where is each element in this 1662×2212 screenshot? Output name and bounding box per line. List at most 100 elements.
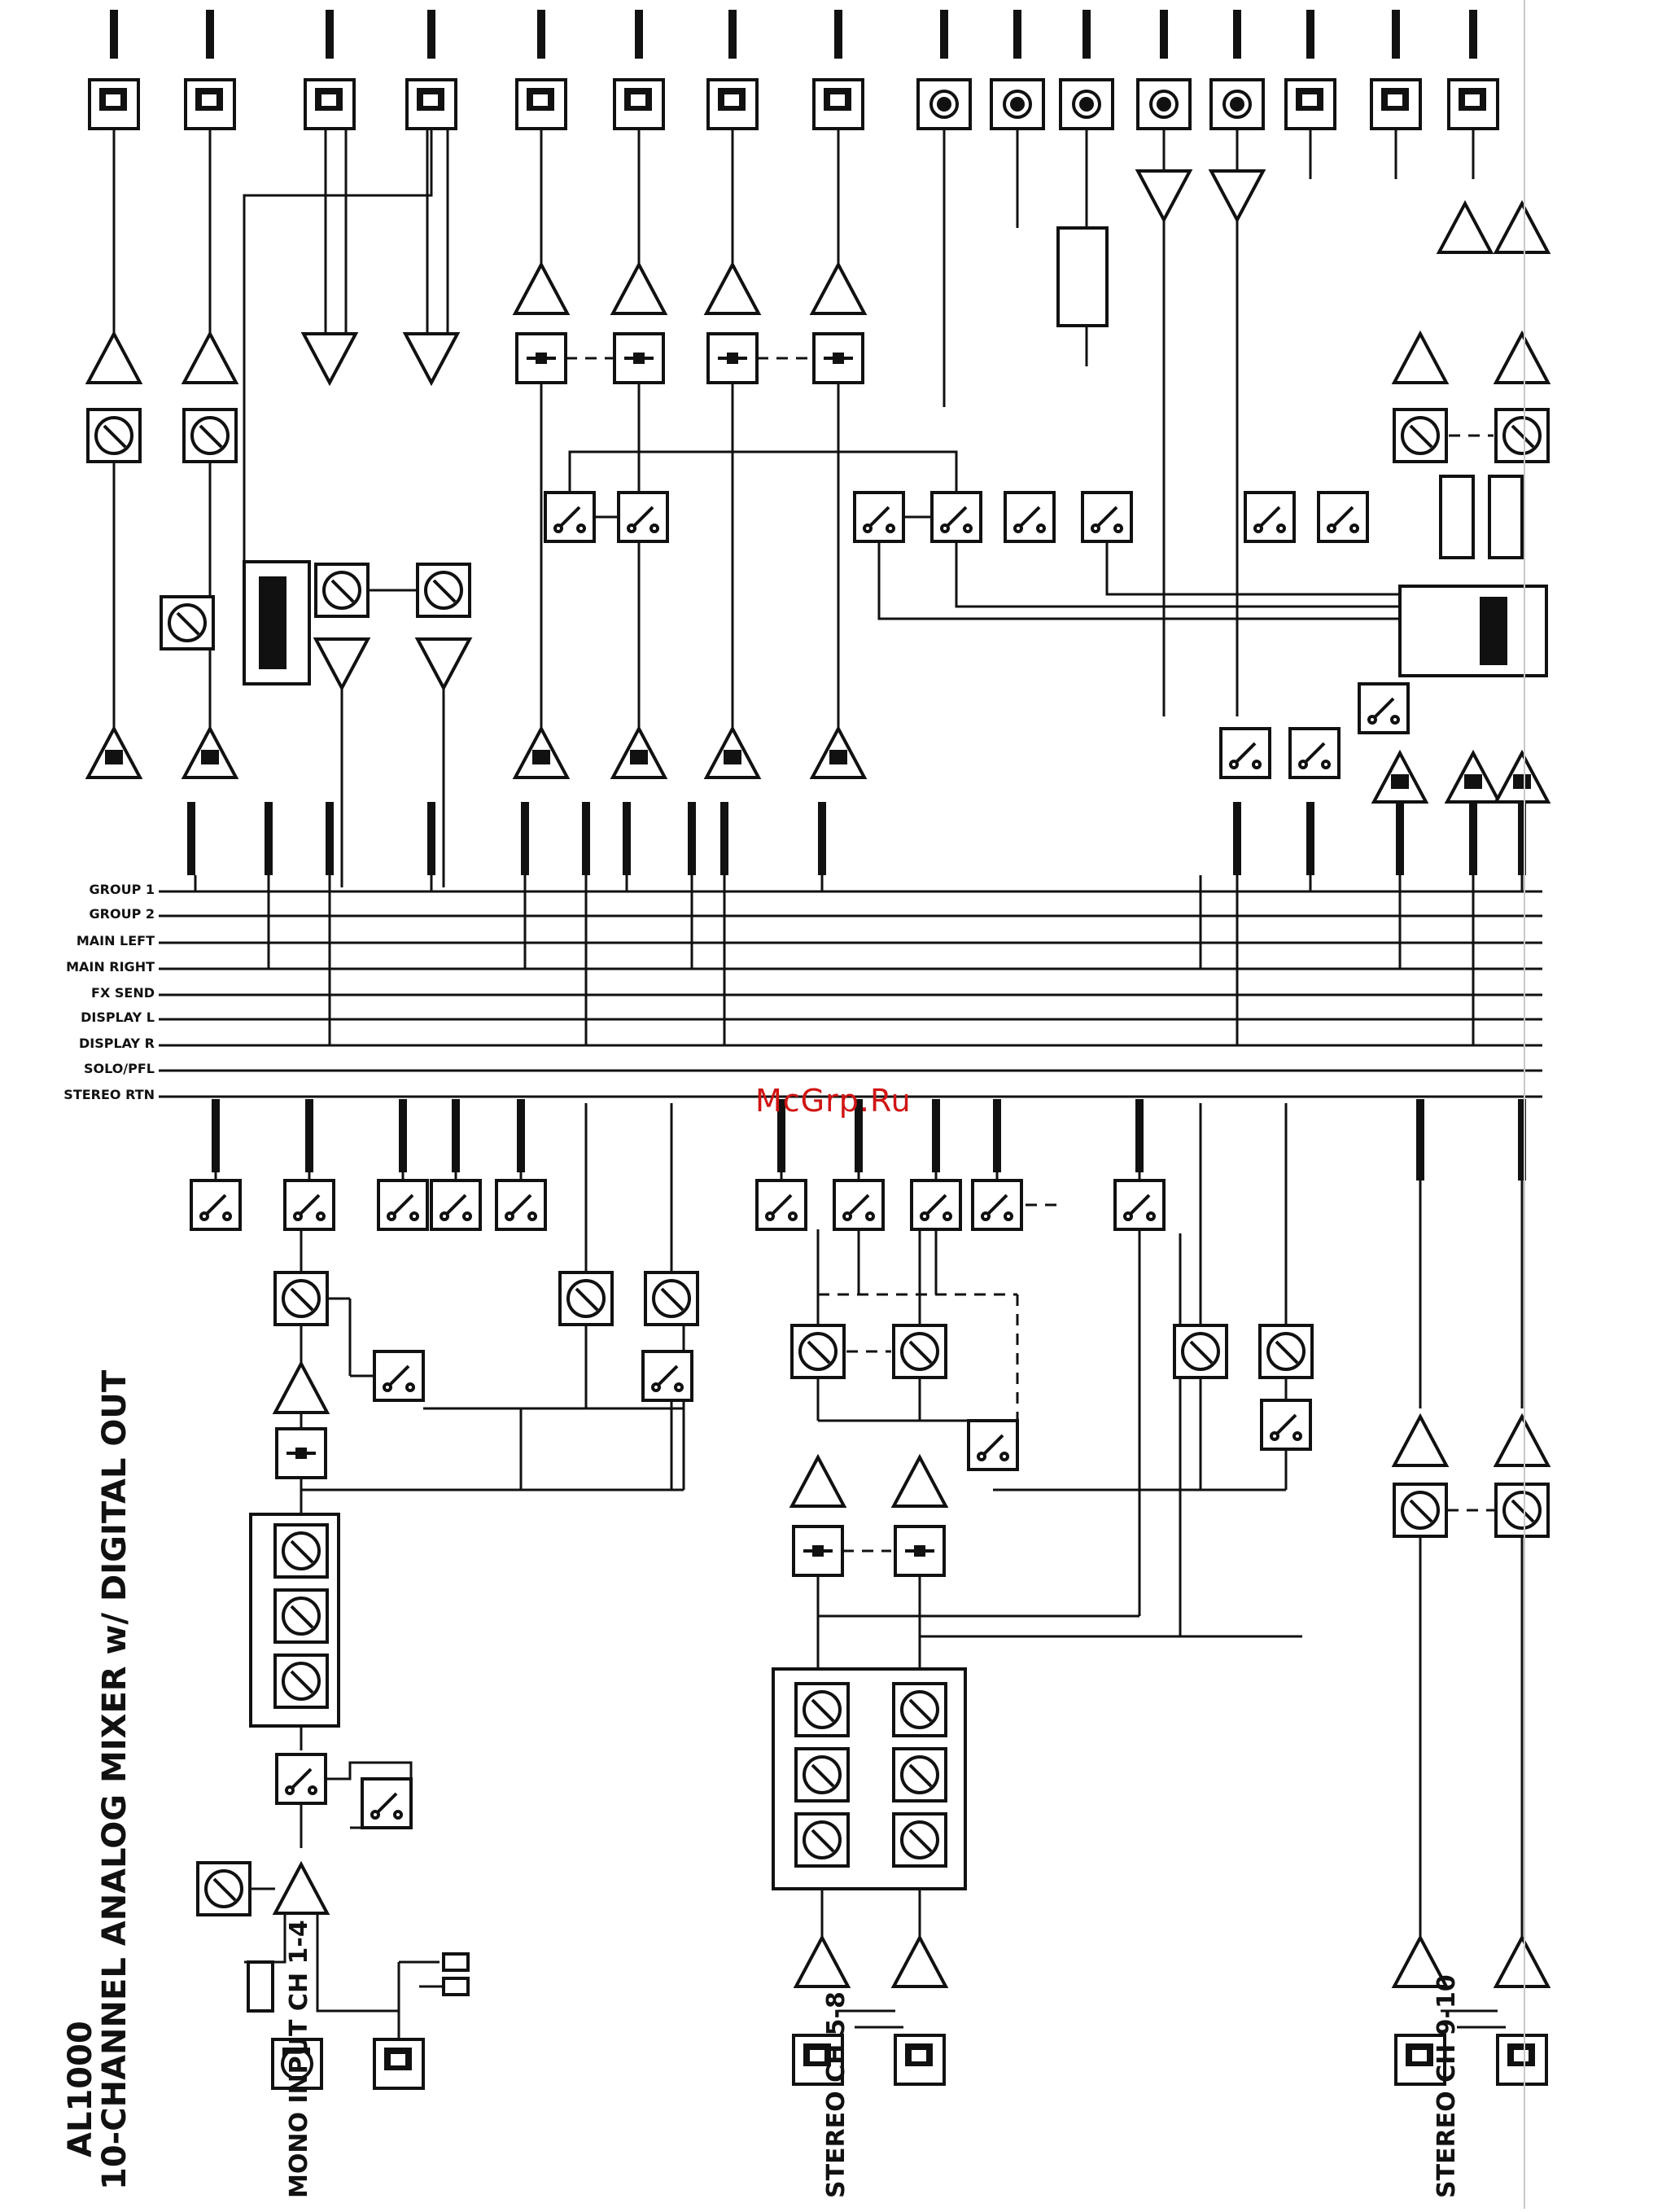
resistor-block: [444, 1978, 468, 1995]
switch-pole: [628, 525, 635, 532]
label-tick: [537, 10, 545, 59]
switch-pole: [1328, 525, 1335, 532]
section-label-stereo: STEREO CH 5-8: [822, 1991, 851, 2198]
switch-pole: [384, 1384, 391, 1391]
watermark-text: McGrp.Ru: [755, 1083, 912, 1119]
switch-pole: [1253, 761, 1260, 768]
switch-pole: [1300, 761, 1306, 768]
switch-pole: [1148, 1213, 1154, 1220]
label-tick: [1233, 10, 1241, 59]
amp-up: [1496, 1938, 1548, 1986]
meter-glyph: [725, 751, 740, 763]
mute-glyph: [916, 1547, 924, 1555]
amp-down: [304, 334, 356, 383]
label-tick: [1306, 802, 1314, 875]
meter-glyph: [632, 751, 646, 763]
resistor-block: [248, 1962, 273, 2011]
page-edge: [1524, 0, 1525, 2209]
amp-up: [88, 334, 140, 383]
wire: [244, 1913, 285, 1962]
amp-up: [1496, 1417, 1548, 1465]
switch-pole: [1323, 761, 1329, 768]
switch-pole: [942, 525, 948, 532]
bus-label: FX SEND: [24, 985, 155, 1001]
switch-pole: [295, 1213, 301, 1220]
switch-pole: [506, 1213, 513, 1220]
bus-label: DISPLAY R: [24, 1036, 155, 1051]
jack-glyph: [1412, 2050, 1427, 2061]
switch-pole: [1001, 1453, 1008, 1460]
output-jack-ring: [1012, 99, 1023, 110]
bus-label: MAIN RIGHT: [24, 959, 155, 975]
mute-glyph: [297, 1449, 305, 1457]
label-tick: [1082, 10, 1091, 59]
amp-up: [1496, 204, 1548, 252]
label-tick: [582, 802, 590, 875]
label-tick: [305, 1099, 313, 1172]
switch-pole: [1392, 716, 1398, 723]
meter-glyph: [831, 751, 846, 763]
switch-pole: [1015, 525, 1021, 532]
amp-up: [184, 334, 236, 383]
label-tick: [521, 802, 529, 875]
dynamics-glyph: [260, 578, 285, 668]
switch-pole: [1125, 1213, 1131, 1220]
jack-glyph: [1302, 94, 1317, 106]
amp-down: [405, 334, 457, 383]
switch-pole: [964, 525, 971, 532]
label-tick: [265, 802, 273, 875]
mute-glyph: [814, 1547, 822, 1555]
output-jack-ring: [1231, 99, 1243, 110]
label-tick: [1469, 802, 1477, 875]
switch-pole: [464, 1213, 470, 1220]
switch-pole: [395, 1811, 401, 1818]
switch-pole: [978, 1453, 985, 1460]
jack-glyph: [631, 94, 645, 106]
label-tick: [940, 10, 948, 59]
switch-pole: [867, 1213, 873, 1220]
amp-up: [613, 265, 665, 313]
mute-glyph: [635, 354, 643, 362]
label-tick: [623, 802, 631, 875]
switch-pole: [887, 525, 894, 532]
amp-up: [1439, 204, 1491, 252]
switch-pole: [944, 1213, 951, 1220]
diagram-subtitle: 10-CHANNEL ANALOG MIXER w/ DIGITAL OUT: [96, 1370, 133, 2190]
wire: [317, 1913, 399, 2011]
switch-pole: [1351, 525, 1358, 532]
switch-pole: [372, 1811, 378, 1818]
switch-pole: [407, 1384, 413, 1391]
amp-down: [1138, 171, 1190, 220]
mute-glyph: [537, 354, 545, 362]
wire: [956, 541, 1400, 607]
label-tick: [212, 1099, 220, 1172]
label-tick: [452, 1099, 460, 1172]
label-tick: [1233, 802, 1241, 875]
meter-glyph: [1466, 776, 1480, 787]
switch-pole: [555, 525, 562, 532]
switch-pole: [864, 525, 871, 532]
output-jack-ring: [1158, 99, 1170, 110]
switch-pole: [1278, 525, 1284, 532]
switch-pole: [529, 1213, 536, 1220]
label-tick: [728, 10, 737, 59]
meter-glyph: [1515, 776, 1529, 787]
amp-up: [275, 1864, 327, 1913]
meter-glyph: [534, 751, 549, 763]
label-tick: [1013, 10, 1021, 59]
jack-glyph: [321, 94, 336, 106]
label-tick: [635, 10, 643, 59]
jack-glyph: [533, 94, 548, 106]
bus-label: DISPLAY L: [24, 1010, 155, 1025]
switch-pole: [676, 1384, 682, 1391]
jack-glyph: [423, 94, 438, 106]
switch-pole: [982, 1213, 989, 1220]
label-tick: [427, 10, 435, 59]
switch-pole: [1092, 525, 1099, 532]
switch-pole: [1294, 1433, 1301, 1439]
section-label-stereo-b: STEREO CH 9-10: [1432, 1974, 1461, 2198]
amp-up: [515, 265, 567, 313]
amp-down: [1211, 171, 1263, 220]
label-tick: [326, 802, 334, 875]
bus-label: SOLO/PFL: [24, 1061, 155, 1076]
